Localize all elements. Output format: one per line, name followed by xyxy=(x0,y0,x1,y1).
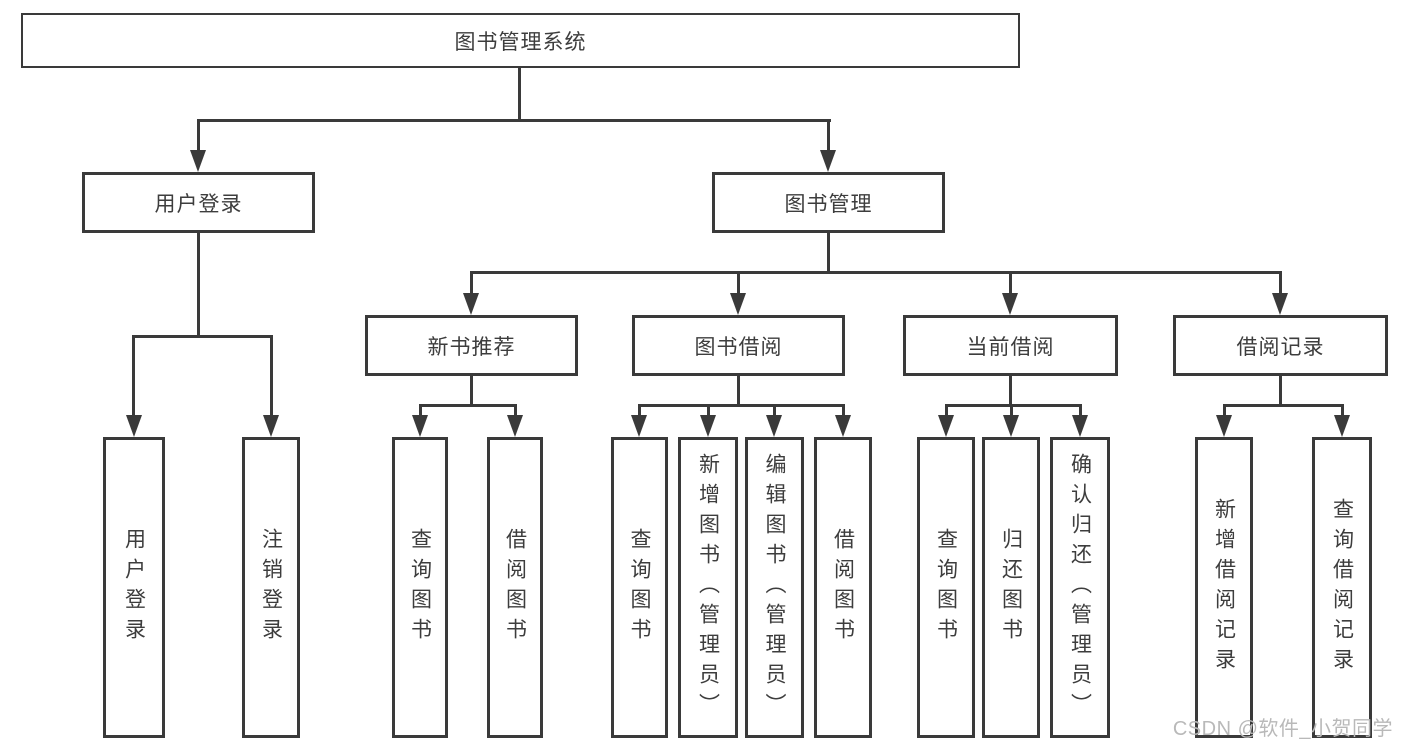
node-root-library-system: 图书管理系统 xyxy=(21,13,1020,68)
leaf-cur-return-books-label: 归还图书 xyxy=(999,527,1023,648)
connector-root-bar xyxy=(197,119,831,122)
arrowhead-login xyxy=(126,415,142,437)
arrowhead-borrowing xyxy=(730,293,746,315)
leaf-nb-borrow-books: 借阅图书 xyxy=(487,437,543,738)
connector-stub-nb-borrow xyxy=(514,404,517,420)
connector-book-mgmt-stem xyxy=(827,233,830,273)
arrowhead-user-login xyxy=(190,150,206,172)
connector-stub-records xyxy=(1279,271,1282,298)
leaf-logout: 注销登录 xyxy=(242,437,300,738)
leaf-bw-query-books: 查询图书 xyxy=(611,437,668,738)
connector-stub-cur-return xyxy=(1010,404,1013,420)
connector-stub-current xyxy=(1009,271,1012,298)
arrowhead-bw-add xyxy=(700,415,716,437)
connector-stub-cur-query xyxy=(945,404,948,420)
connector-root-stem xyxy=(518,68,521,121)
arrowhead-records xyxy=(1272,293,1288,315)
node-borrowing-label: 图书借阅 xyxy=(694,335,783,359)
connector-stub-nb-query xyxy=(419,404,422,420)
connector-records-stem xyxy=(1279,376,1282,406)
leaf-rec-query-record-label: 查询借阅记录 xyxy=(1330,497,1354,678)
arrowhead-cur-query xyxy=(938,415,954,437)
leaf-bw-borrow-books-label: 借阅图书 xyxy=(831,527,855,648)
leaf-cur-confirm-return-admin-label: 确认归还（管理员） xyxy=(1068,452,1092,723)
leaf-rec-query-record: 查询借阅记录 xyxy=(1312,437,1372,738)
arrowhead-bw-borrow xyxy=(835,415,851,437)
node-current-borrow: 当前借阅 xyxy=(903,315,1118,376)
leaf-bw-edit-books-admin: 编辑图书（管理员） xyxy=(745,437,804,738)
connector-stub-bw-edit xyxy=(773,404,776,420)
connector-user-login-stem xyxy=(197,233,200,337)
leaf-nb-query-books-label: 查询图书 xyxy=(408,527,432,648)
node-user-login: 用户登录 xyxy=(82,172,315,233)
connector-stub-new-books xyxy=(470,271,473,298)
connector-stub-rec-query xyxy=(1341,404,1344,420)
leaf-nb-query-books: 查询图书 xyxy=(392,437,448,738)
leaf-cur-query-books: 查询图书 xyxy=(917,437,975,738)
leaf-user-login-label: 用户登录 xyxy=(122,527,146,648)
connector-book-mgmt-bar xyxy=(470,271,1282,274)
connector-records-bar xyxy=(1223,404,1343,407)
arrowhead-book-mgmt xyxy=(820,150,836,172)
connector-borrowing-bar xyxy=(638,404,844,407)
arrowhead-rec-query xyxy=(1334,415,1350,437)
leaf-nb-borrow-books-label: 借阅图书 xyxy=(503,527,527,648)
arrowhead-nb-borrow xyxy=(507,415,523,437)
arrowhead-cur-confirm xyxy=(1072,415,1088,437)
node-user-login-label: 用户登录 xyxy=(154,192,243,216)
leaf-bw-add-books-admin-label: 新增图书（管理员） xyxy=(696,452,720,723)
leaf-cur-confirm-return-admin: 确认归还（管理员） xyxy=(1050,437,1110,738)
node-borrow-records: 借阅记录 xyxy=(1173,315,1388,376)
arrowhead-logout xyxy=(263,415,279,437)
node-current-borrow-label: 当前借阅 xyxy=(966,335,1055,359)
arrowhead-new-books xyxy=(463,293,479,315)
connector-stub-login xyxy=(132,335,135,420)
leaf-cur-return-books: 归还图书 xyxy=(982,437,1040,738)
connector-user-login-bar xyxy=(132,335,273,338)
node-borrowing: 图书借阅 xyxy=(632,315,845,376)
connector-stub-rec-add xyxy=(1223,404,1226,420)
leaf-bw-add-books-admin: 新增图书（管理员） xyxy=(678,437,738,738)
connector-stub-book-mgmt xyxy=(827,119,830,157)
connector-current-stem xyxy=(1009,376,1012,406)
arrowhead-current xyxy=(1002,293,1018,315)
leaf-bw-query-books-label: 查询图书 xyxy=(628,527,651,648)
connector-new-books-stem xyxy=(470,376,473,406)
leaf-cur-query-books-label: 查询图书 xyxy=(934,527,958,648)
connector-stub-bw-borrow xyxy=(842,404,845,420)
node-borrow-records-label: 借阅记录 xyxy=(1236,335,1325,359)
node-root-label: 图书管理系统 xyxy=(454,30,587,54)
connector-current-bar xyxy=(945,404,1081,407)
arrowhead-bw-query xyxy=(631,415,647,437)
arrowhead-bw-edit xyxy=(766,415,782,437)
connector-stub-bw-query xyxy=(638,404,641,420)
connector-stub-cur-confirm xyxy=(1079,404,1082,420)
connector-stub-borrowing xyxy=(737,271,740,298)
connector-stub-logout xyxy=(270,335,273,420)
node-new-books-label: 新书推荐 xyxy=(427,335,516,359)
leaf-user-login: 用户登录 xyxy=(103,437,165,738)
connector-borrowing-stem xyxy=(737,376,740,406)
arrowhead-nb-query xyxy=(412,415,428,437)
arrowhead-rec-add xyxy=(1216,415,1232,437)
arrowhead-cur-return xyxy=(1003,415,1019,437)
connector-new-books-bar xyxy=(419,404,517,407)
connector-stub-user-login xyxy=(197,119,200,157)
connector-stub-bw-add xyxy=(707,404,710,420)
leaf-rec-add-record: 新增借阅记录 xyxy=(1195,437,1253,738)
leaf-rec-add-record-label: 新增借阅记录 xyxy=(1212,497,1236,678)
node-new-books: 新书推荐 xyxy=(365,315,578,376)
leaf-bw-edit-books-admin-label: 编辑图书（管理员） xyxy=(763,452,786,723)
leaf-bw-borrow-books: 借阅图书 xyxy=(814,437,872,738)
node-book-mgmt: 图书管理 xyxy=(712,172,945,233)
leaf-logout-label: 注销登录 xyxy=(259,527,283,648)
node-book-mgmt-label: 图书管理 xyxy=(784,192,873,216)
